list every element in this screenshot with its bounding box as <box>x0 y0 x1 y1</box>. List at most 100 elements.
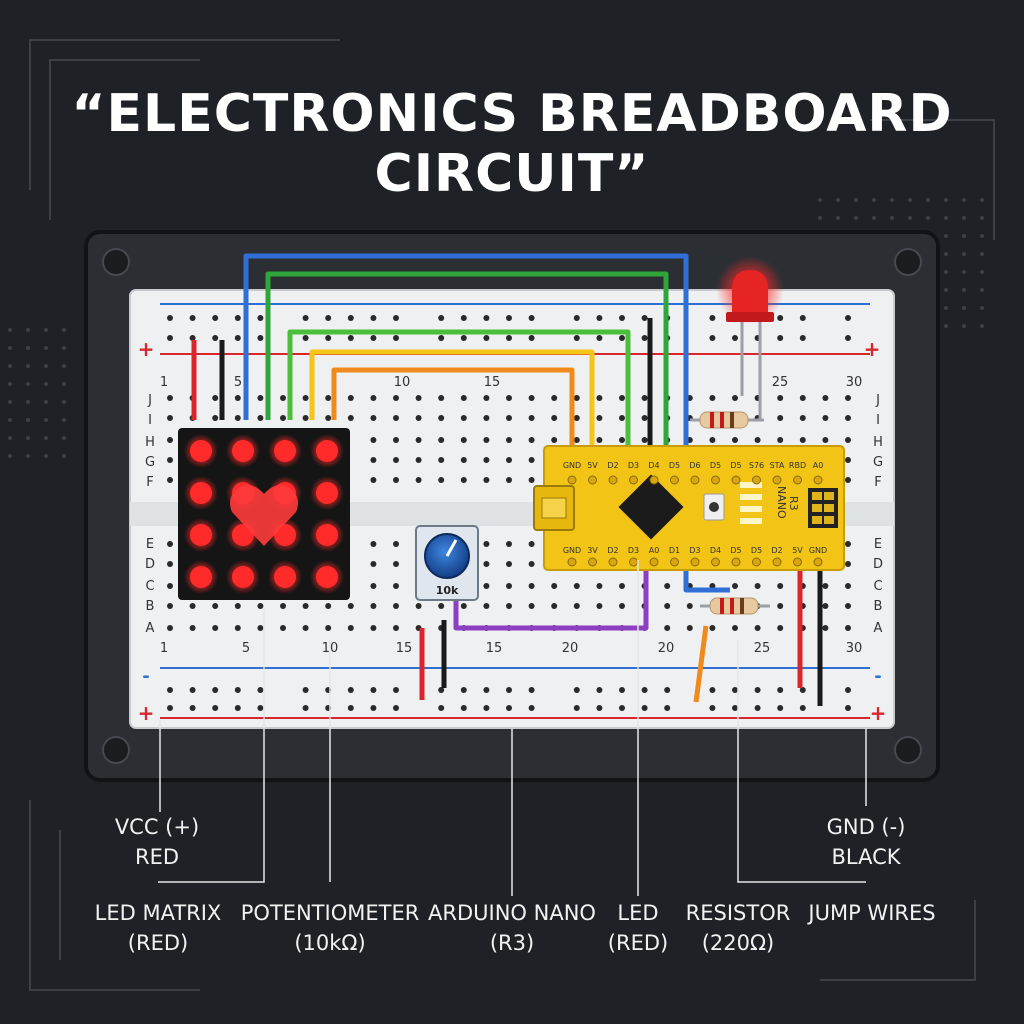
bg-dot <box>980 198 984 202</box>
breadboard-hole <box>167 583 173 589</box>
bg-dot <box>962 324 966 328</box>
rail-hole <box>709 335 716 341</box>
bg-dot <box>26 346 30 350</box>
rail-hole <box>799 687 806 693</box>
arduino-label-line2: (R3) <box>489 931 535 955</box>
rail-hole <box>212 335 219 341</box>
gnd-label-line2: BLACK <box>831 845 901 869</box>
breadboard-hole <box>506 583 512 589</box>
nano-pin-label: STA <box>770 461 785 470</box>
gnd-label-line1: GND (-) <box>826 815 906 839</box>
breadboard-hole <box>754 437 761 443</box>
breadboard-hole <box>686 603 693 609</box>
nano-pin-top <box>793 475 802 485</box>
bg-dot <box>944 324 948 328</box>
breadboard-hole <box>777 625 784 631</box>
breadboard-hole <box>393 583 399 589</box>
breadboard-hole <box>415 437 422 443</box>
rail-hole <box>189 687 196 693</box>
nano-pin-label: D5 <box>730 461 741 470</box>
breadboard-hole <box>777 437 784 443</box>
breadboard-hole <box>234 395 241 401</box>
breadboard-hole <box>799 415 806 421</box>
breadboard-hole <box>370 561 377 567</box>
matrix-led <box>232 440 254 462</box>
bg-dot <box>26 364 30 368</box>
breadboard-hole <box>167 561 173 567</box>
resistor-label: RESISTOR (220Ω) <box>638 898 838 958</box>
breadboard-hole <box>845 395 851 401</box>
page-title: “ELECTRONICS BREADBOARD CIRCUIT” <box>71 84 953 204</box>
rail-hole <box>460 687 467 693</box>
nano-pin-label: D2 <box>607 461 618 470</box>
rail-hole <box>167 315 173 321</box>
jump-wires <box>191 253 823 706</box>
breadboard-hole <box>257 625 264 631</box>
breadboard-hole <box>822 437 829 443</box>
nano-pin-label: 5V <box>587 461 598 470</box>
led-matrix-label-line1: LED MATRIX <box>94 901 222 925</box>
rail-hole <box>619 687 625 693</box>
nano-pin-label: D4 <box>710 546 721 555</box>
breadboard-hole <box>257 415 264 421</box>
col-number: 25 <box>754 641 771 656</box>
col-number: 25 <box>772 375 789 390</box>
rail-hole <box>167 335 173 341</box>
breadboard-hole <box>845 561 851 567</box>
row-letter: A <box>146 621 155 636</box>
gnd-label: GND (-) BLACK <box>766 812 966 872</box>
breadboard-hole <box>506 437 512 443</box>
bg-dot <box>62 418 66 422</box>
row-letter: C <box>145 579 154 594</box>
bg-dot <box>926 198 930 202</box>
nano-pin-bottom <box>649 557 659 567</box>
breadboard-hole <box>370 415 377 421</box>
led-matrix-label-line2: (RED) <box>127 931 189 955</box>
breadboard-hole <box>438 603 445 609</box>
rail-hole <box>506 315 512 321</box>
potentiometer-value: 10k <box>436 584 459 597</box>
bg-dot <box>8 364 12 368</box>
breadboard-hole <box>483 415 490 421</box>
breadboard-hole <box>822 603 829 609</box>
rail-hole <box>189 705 196 711</box>
rail-hole <box>370 335 377 341</box>
rail-hole <box>302 315 309 321</box>
wire-blue-short <box>683 562 730 593</box>
breadboard-hole <box>822 583 829 589</box>
rail-hole <box>732 687 738 693</box>
breadboard-hole <box>325 625 332 631</box>
bg-dot <box>962 288 966 292</box>
rail-hole <box>234 315 241 321</box>
breadboard-hole <box>845 415 851 421</box>
bg-dot <box>26 382 30 386</box>
breadboard-hole <box>506 415 512 421</box>
rail-hole <box>234 687 241 693</box>
matrix-led <box>190 482 212 504</box>
bg-dot <box>62 400 66 404</box>
bg-dot <box>44 418 48 422</box>
row-letter: F <box>874 475 881 490</box>
rail-hole <box>257 705 264 711</box>
rail-hole <box>212 315 219 321</box>
frame-screw <box>102 736 130 764</box>
bg-dot <box>962 234 966 238</box>
breadboard-hole <box>167 541 173 547</box>
breadboard-hole <box>393 395 399 401</box>
bg-dot <box>944 198 948 202</box>
breadboard-hole <box>732 625 738 631</box>
bg-dot <box>854 216 858 220</box>
nano-pin-bottom <box>608 557 618 567</box>
frame-screw <box>102 248 130 276</box>
breadboard-hole <box>528 583 535 589</box>
icsp-header <box>808 488 838 528</box>
breadboard-hole <box>460 457 467 463</box>
bg-dot <box>8 382 12 386</box>
bg-dot <box>890 198 894 202</box>
vcc-label-line1: VCC (+) <box>114 815 200 839</box>
rail-hole <box>438 705 445 711</box>
breadboard-hole <box>393 561 399 567</box>
breadboard-hole <box>234 603 241 609</box>
breadboard-hole <box>528 541 535 547</box>
breadboard-hole <box>460 437 467 443</box>
